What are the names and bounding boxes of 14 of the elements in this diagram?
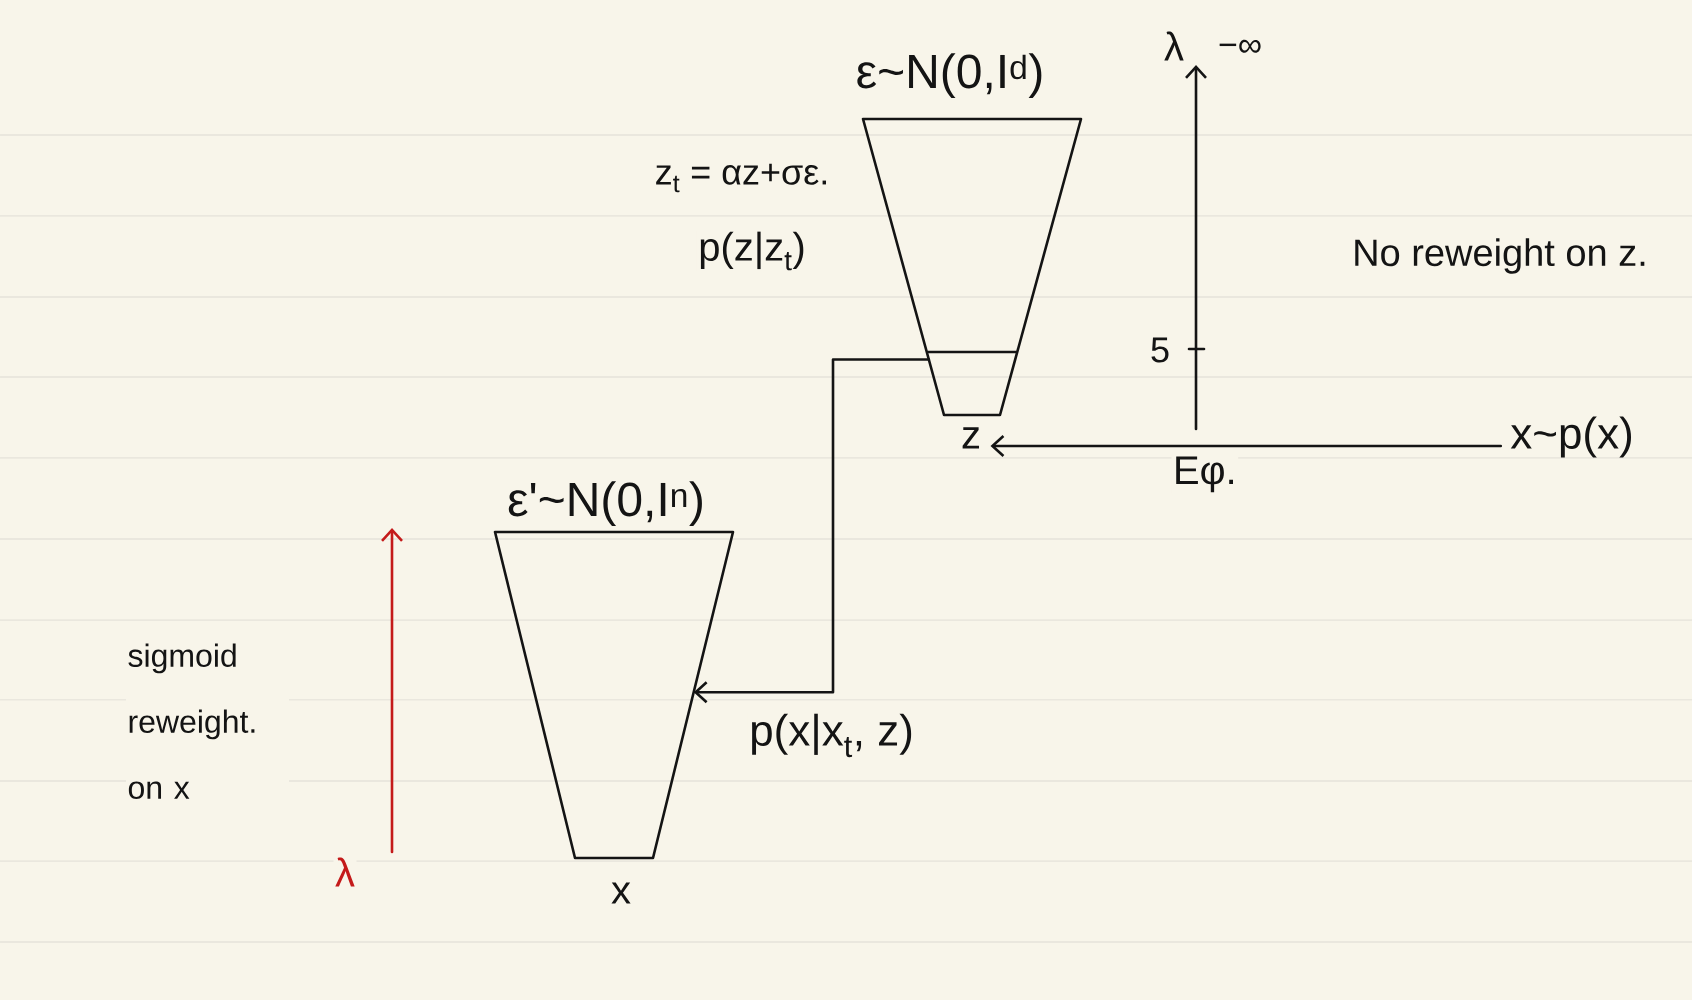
note: sigmoid reweight. on x [126, 642, 289, 801]
formula: p(z|z$_{t}$) [696, 230, 808, 272]
edge-label: Eφ. [1171, 455, 1239, 494]
formula: ε~N(0,I$^{d}$) [854, 51, 1046, 100]
axis-label: −∞ [1216, 38, 1264, 58]
note: No reweight on z. [1350, 236, 1650, 276]
formula: z$_{t}$ = αz+σε. [653, 162, 831, 194]
arrow [693, 358, 931, 704]
formula: ε'~N(0,I$^{n}$) [505, 479, 707, 528]
axis-label: λ [333, 856, 357, 888]
edge-label: p(x|x$_{t}$, z) [747, 712, 916, 759]
variable-label: x~p(x) [1508, 416, 1636, 458]
axis-label: λ [1162, 30, 1186, 62]
arrow [990, 435, 1503, 457]
